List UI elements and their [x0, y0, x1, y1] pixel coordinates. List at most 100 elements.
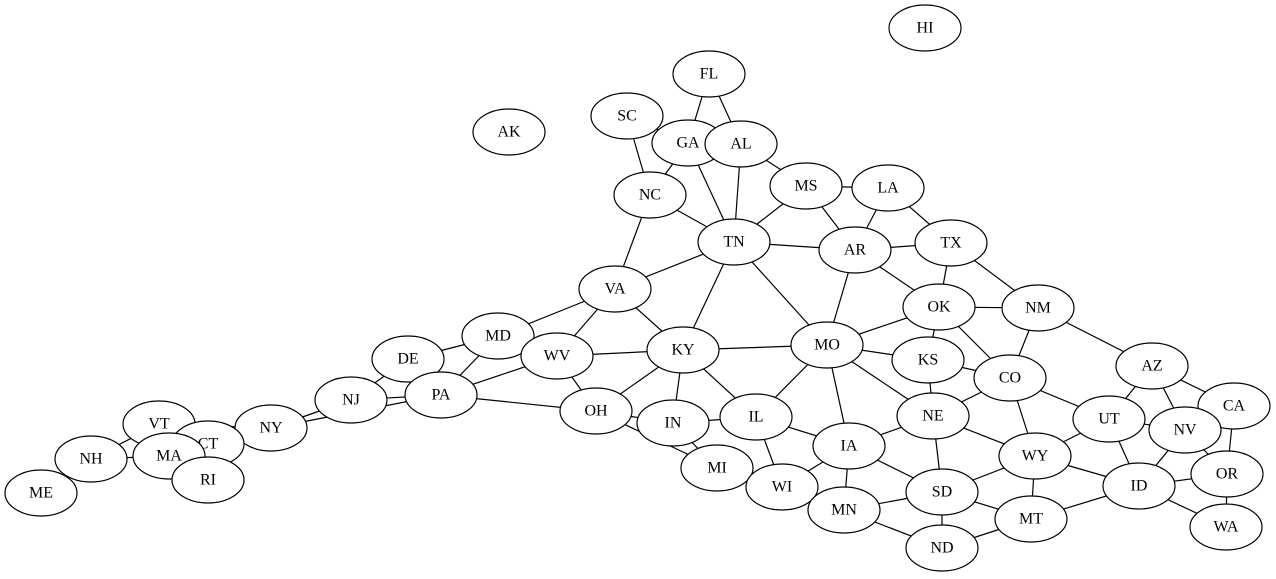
node-ak: AK — [472, 108, 546, 156]
node-oh: OH — [559, 387, 633, 435]
node-hi: HI — [888, 4, 962, 52]
node-wi: WI — [745, 463, 819, 511]
node-label: AK — [497, 124, 521, 141]
node-ellipse — [680, 444, 754, 492]
node-nj: NJ — [314, 376, 388, 424]
node-label: VA — [604, 281, 625, 298]
node-wy: WY — [998, 432, 1072, 480]
node-label: ID — [1131, 478, 1148, 495]
node-id: ID — [1102, 462, 1176, 510]
node-az: AZ — [1115, 342, 1189, 390]
node-label: NV — [1173, 422, 1197, 439]
node-ellipse — [672, 50, 746, 98]
node-label: UT — [1098, 411, 1120, 428]
node-label: CO — [999, 370, 1021, 387]
node-ellipse — [171, 456, 245, 504]
node-label: GA — [676, 135, 700, 152]
node-label: NJ — [342, 392, 360, 409]
node-label: NY — [259, 420, 283, 437]
node-ellipse — [704, 120, 778, 168]
node-label: RI — [200, 472, 216, 489]
node-ellipse — [807, 486, 881, 534]
node-wa: WA — [1189, 503, 1263, 551]
node-label: MT — [1019, 511, 1043, 528]
node-label: IN — [665, 415, 682, 432]
node-label: PA — [432, 387, 451, 404]
node-ellipse — [851, 164, 925, 212]
node-ellipse — [1001, 284, 1075, 332]
node-pa: PA — [404, 371, 478, 419]
node-me: ME — [4, 469, 78, 517]
node-sc: SC — [590, 92, 664, 140]
node-ellipse — [769, 162, 843, 210]
node-ellipse — [888, 4, 962, 52]
node-label: OR — [1216, 466, 1239, 483]
node-or: OR — [1190, 450, 1264, 498]
node-label: TX — [940, 235, 962, 252]
node-label: WI — [772, 479, 792, 496]
node-va: VA — [578, 265, 652, 313]
node-ellipse — [973, 354, 1047, 402]
node-ms: MS — [769, 162, 843, 210]
node-ellipse — [4, 469, 78, 517]
node-ny: NY — [234, 404, 308, 452]
node-ellipse — [902, 283, 976, 331]
node-ellipse — [461, 312, 535, 360]
node-ellipse — [404, 371, 478, 419]
node-ellipse — [998, 432, 1072, 480]
node-ellipse — [578, 265, 652, 313]
node-ellipse — [520, 332, 594, 380]
node-ellipse — [636, 399, 710, 447]
node-nd: ND — [905, 524, 979, 572]
node-label: IL — [748, 409, 763, 426]
node-label: AZ — [1141, 358, 1162, 375]
node-ellipse — [472, 108, 546, 156]
node-label: ME — [29, 485, 53, 502]
node-ellipse — [646, 326, 720, 374]
node-label: HI — [917, 20, 934, 37]
node-ar: AR — [818, 226, 892, 274]
node-al: AL — [704, 120, 778, 168]
node-mn: MN — [807, 486, 881, 534]
node-label: AL — [730, 136, 751, 153]
node-label: WV — [544, 348, 571, 365]
node-ellipse — [559, 387, 633, 435]
node-ellipse — [1102, 462, 1176, 510]
node-ellipse — [914, 219, 988, 267]
node-label: NM — [1025, 300, 1051, 317]
node-ellipse — [790, 321, 864, 369]
node-ellipse — [371, 335, 445, 383]
node-label: MD — [485, 328, 511, 345]
node-label: KS — [918, 352, 938, 369]
node-ellipse — [697, 218, 771, 266]
node-label: DE — [397, 351, 418, 368]
node-label: KY — [671, 342, 695, 359]
node-label: MN — [831, 502, 857, 519]
node-ellipse — [994, 495, 1068, 543]
node-ellipse — [891, 336, 965, 384]
node-ellipse — [1190, 450, 1264, 498]
node-ellipse — [1189, 503, 1263, 551]
node-label: MI — [707, 460, 727, 477]
node-nh: NH — [54, 435, 128, 483]
node-ky: KY — [646, 326, 720, 374]
node-label: NC — [639, 187, 661, 204]
node-ellipse — [314, 376, 388, 424]
node-tn: TN — [697, 218, 771, 266]
node-ok: OK — [902, 283, 976, 331]
node-label: NH — [79, 451, 103, 468]
node-label: WY — [1022, 448, 1049, 465]
node-label: OK — [927, 299, 951, 316]
node-mi: MI — [680, 444, 754, 492]
node-ellipse — [905, 468, 979, 516]
node-mt: MT — [994, 495, 1068, 543]
node-ellipse — [54, 435, 128, 483]
node-label: CA — [1223, 398, 1246, 415]
node-ellipse — [613, 171, 687, 219]
node-label: MS — [794, 178, 817, 195]
node-in: IN — [636, 399, 710, 447]
node-ellipse — [1115, 342, 1189, 390]
node-sd: SD — [905, 468, 979, 516]
